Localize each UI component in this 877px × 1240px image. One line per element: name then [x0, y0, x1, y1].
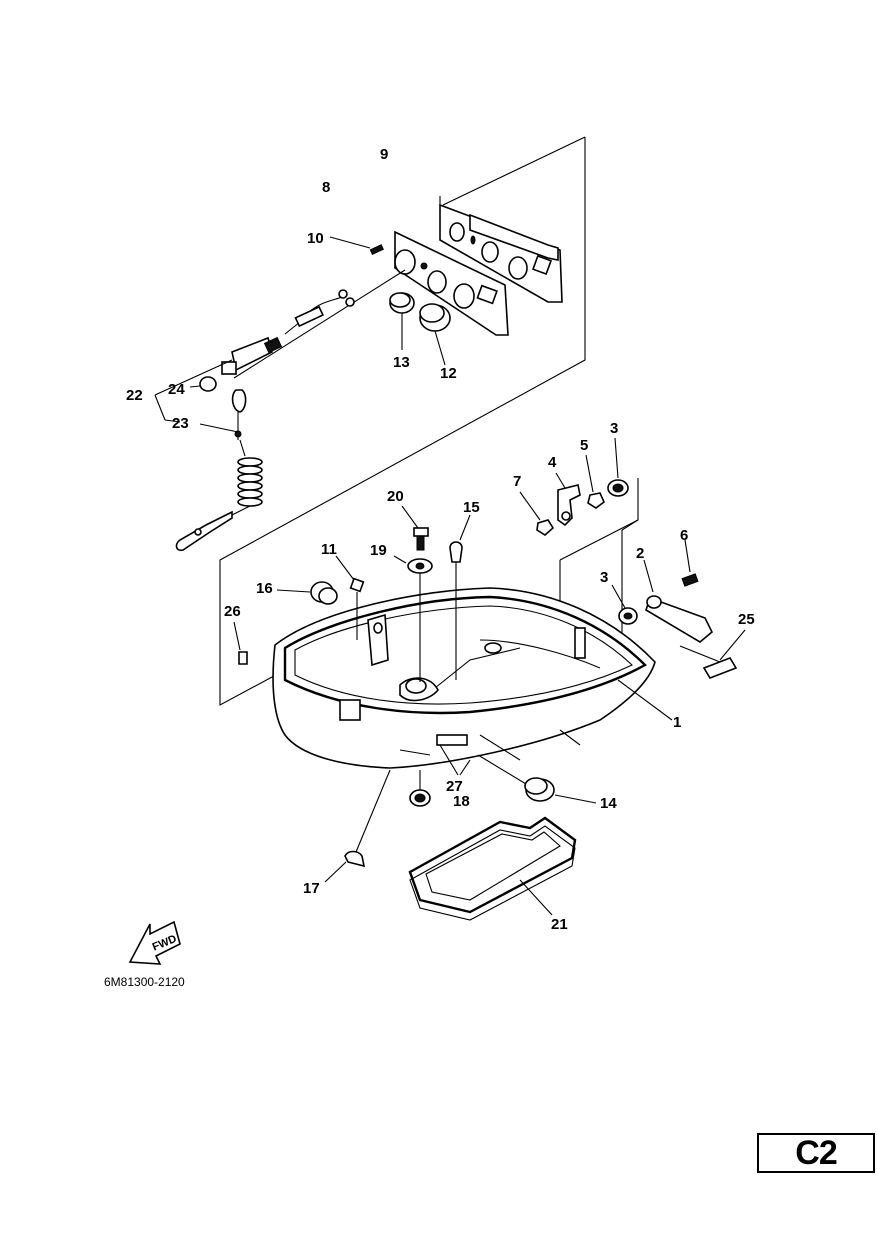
inner-plate-8	[394, 196, 509, 336]
callout-23: 23	[172, 415, 189, 432]
cap-24	[189, 376, 217, 392]
callout-numbers: 1 2 3 3 4 5 6 7 8 9 10 11 12 13 14 15 16…	[126, 146, 755, 933]
page-label-badge: C2	[757, 1133, 875, 1173]
callout-27: 27	[446, 778, 463, 795]
plug-15	[449, 514, 471, 680]
callout-2: 2	[636, 545, 644, 562]
bracket-2	[643, 559, 713, 643]
callout-16: 16	[256, 580, 273, 597]
callout-20: 20	[387, 488, 404, 505]
assembly-boundary-lines	[219, 136, 639, 706]
callout-8: 8	[322, 179, 330, 196]
callout-1: 1	[673, 714, 681, 731]
callout-15: 15	[463, 499, 480, 516]
callout-4: 4	[548, 454, 557, 471]
plug-14	[477, 754, 597, 804]
callout-11: 11	[321, 541, 337, 558]
cap-13	[389, 292, 415, 350]
leader-1	[617, 679, 673, 721]
callout-14: 14	[600, 795, 617, 812]
label-26	[233, 621, 248, 665]
bolt-6	[681, 539, 699, 587]
callout-17: 17	[303, 880, 320, 897]
grommet-16	[276, 581, 338, 605]
stop-switch-22	[221, 269, 406, 379]
grommet-3-upper	[607, 437, 629, 497]
label-27	[439, 744, 471, 776]
callout-26: 26	[224, 603, 241, 620]
screw-20	[401, 505, 429, 551]
callout-5: 5	[580, 437, 588, 454]
gasket-21	[408, 816, 577, 921]
callout-leaders-22	[154, 359, 239, 433]
callout-21: 21	[551, 916, 568, 933]
cap-12	[419, 303, 451, 366]
callout-13: 13	[393, 354, 410, 371]
callout-7: 7	[513, 473, 521, 490]
callout-3-upper: 3	[610, 420, 618, 437]
callout-18: 18	[453, 793, 470, 810]
grommet-3-lower	[611, 584, 638, 625]
callout-9: 9	[380, 146, 388, 163]
callout-24: 24	[168, 381, 185, 398]
callout-25: 25	[738, 611, 755, 628]
callout-3-lower: 3	[600, 569, 608, 586]
page-label: C2	[795, 1133, 837, 1172]
bottom-cowling-1	[272, 587, 656, 769]
callout-19: 19	[370, 542, 387, 559]
fwd-arrow: FWD	[128, 920, 181, 965]
screw-10	[329, 236, 384, 256]
callout-22: 22	[126, 387, 143, 404]
grommet-19	[393, 555, 433, 682]
callout-10: 10	[307, 230, 324, 247]
bracket-4	[555, 472, 581, 527]
label-25	[679, 629, 746, 679]
grommet-18	[409, 770, 431, 807]
callout-6: 6	[680, 527, 688, 544]
callout-12: 12	[440, 365, 457, 382]
switch-panel-9	[439, 203, 563, 303]
clip-11	[335, 555, 365, 640]
nut-5	[585, 454, 605, 509]
nut-7	[519, 491, 555, 536]
clip-17	[324, 769, 391, 883]
part-code: 6M81300-2120	[104, 975, 185, 989]
lanyard-23	[175, 389, 263, 552]
